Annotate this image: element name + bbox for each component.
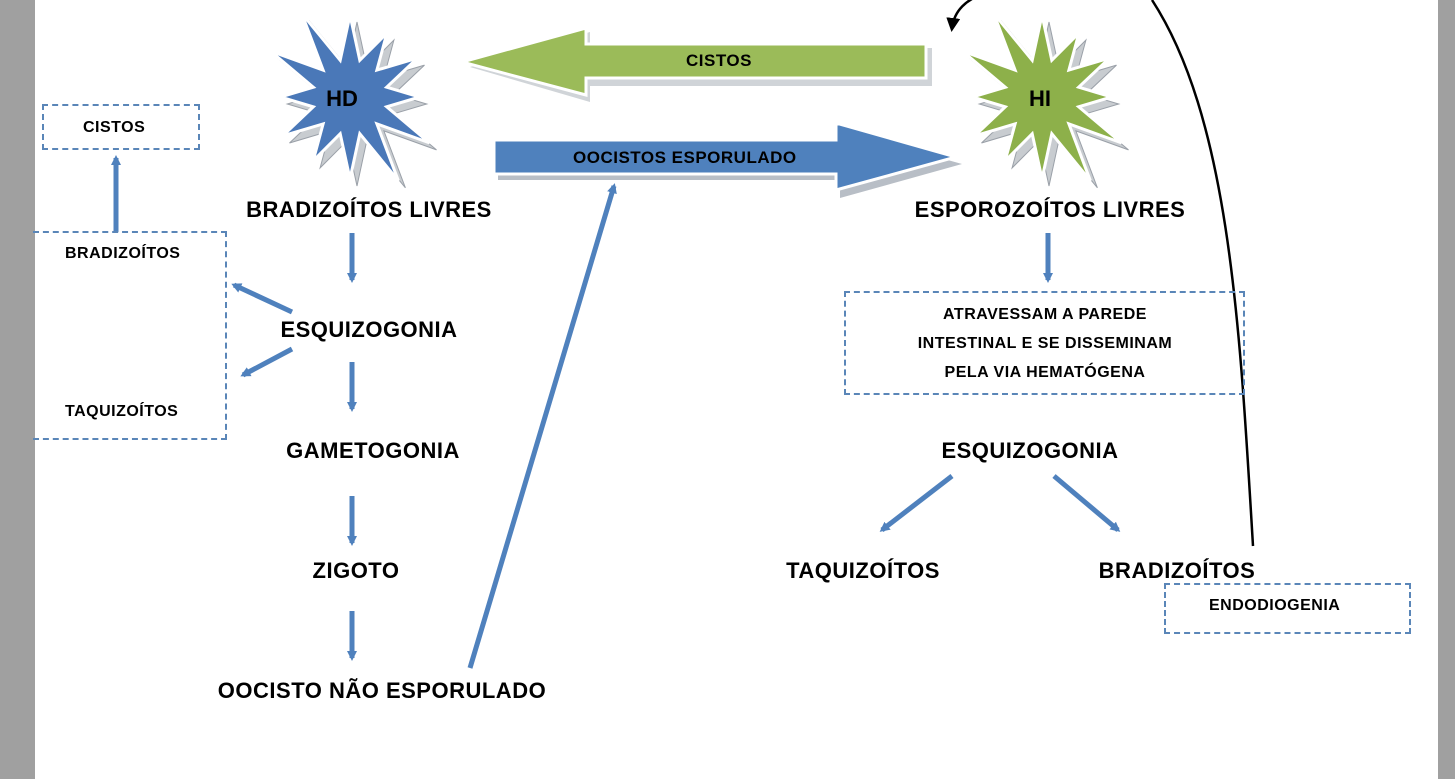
oocysts-arrow (492, 121, 962, 198)
dissemination-line-1: ATRAVESSAM A PAREDE (943, 306, 1147, 323)
cysts-arrow (456, 26, 932, 102)
hi-step-bradizoitos: BRADIZOÍTOS (1098, 558, 1256, 583)
hd-step-oocisto: OOCISTO NÃO ESPORULADO (217, 678, 547, 703)
dissemination-line-2: INTESTINAL E SE DISSEMINAM (917, 335, 1173, 352)
hd-star-shape (269, 12, 437, 189)
dissemination-text: ATRAVESSAM A PAREDE INTESTINAL E SE DISS… (846, 292, 1244, 394)
hd-step-gametogonia: GAMETOGONIA (286, 438, 460, 463)
cysts-box-label: CISTOS (83, 119, 146, 136)
dissemination-line-3: PELA VIA HEMATÓGENA (944, 364, 1146, 381)
arrow-to-taquizoitos (240, 346, 294, 378)
hi-step-taquizoitos: TAQUIZOÍTOS (786, 558, 940, 583)
arrow-hi-to-bradizoitos (1052, 474, 1121, 532)
hd-step-bradizoitos-livres: BRADIZOÍTOS LIVRES (246, 197, 492, 222)
stage-box (33, 231, 227, 440)
arrow-to-bradizoitos (231, 282, 294, 315)
hd-step-zigoto: ZIGOTO (312, 558, 400, 583)
cysts-box (42, 104, 200, 150)
cysts-arrow-label: CISTOS (686, 51, 752, 70)
hd-step-esquizogonia: ESQUIZOGONIA (280, 317, 458, 342)
oocysts-arrow-label: OOCISTOS ESPORULADO (573, 148, 797, 167)
arrow-oocyst-to-sporulated (467, 183, 617, 669)
stage-box-bradizoitos: BRADIZOÍTOS (65, 245, 181, 262)
hi-step-esquizogonia: ESQUIZOGONIA (941, 438, 1119, 463)
endodiogenia-box (1164, 583, 1411, 634)
stage-box-taquizoitos: TAQUIZOÍTOS (65, 403, 179, 420)
page-background (35, 0, 1438, 779)
hi-star-shape (961, 12, 1129, 189)
hi-step-esporozoitos-livres: ESPOROZOÍTOS LIVRES (914, 197, 1186, 222)
arrow-return-to-hi (952, 0, 1255, 547)
hi-label: HI (1029, 86, 1051, 111)
hd-label: HD (326, 86, 358, 111)
endodiogenia-label: ENDODIOGENIA (1209, 597, 1341, 614)
arrow-hi-to-taquizoitos (879, 474, 954, 532)
dissemination-box (844, 291, 1245, 395)
